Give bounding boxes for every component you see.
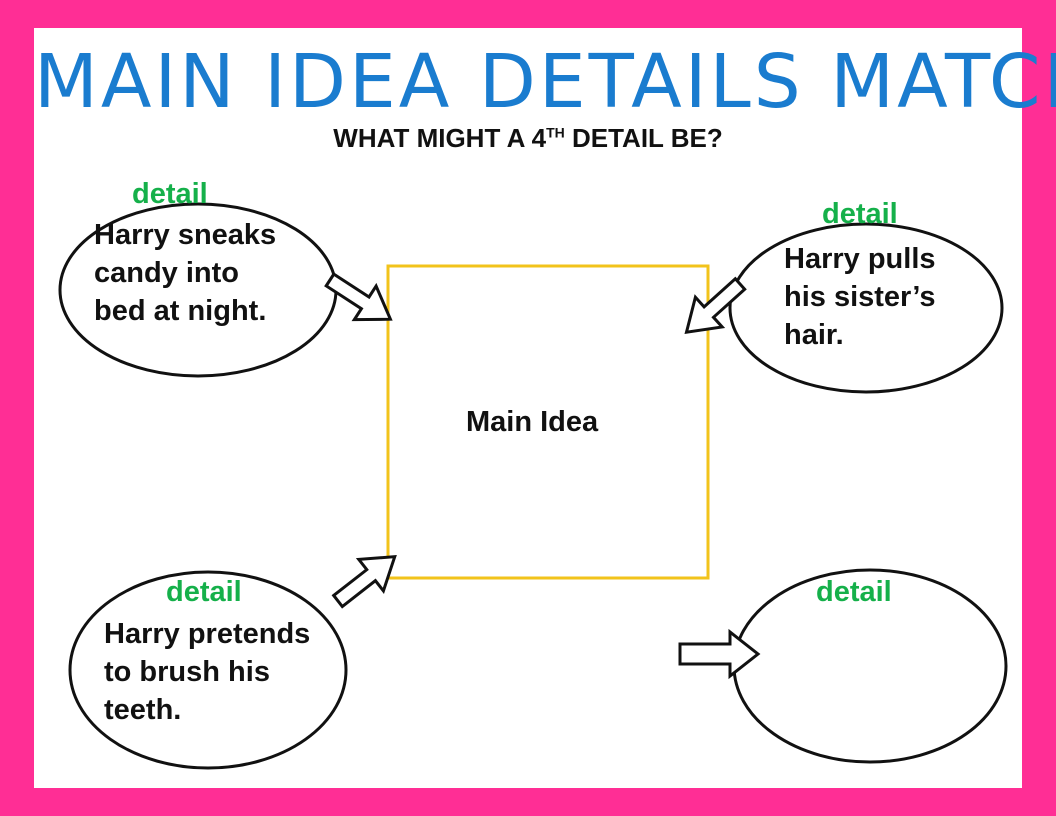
arrow-to-main-3 [331, 555, 397, 609]
arrow-to-main-1 [324, 272, 393, 322]
diagram-shapes [58, 202, 1008, 770]
detail-tag-1: detail [132, 178, 208, 210]
arrow-to-main-2 [684, 276, 747, 334]
detail-text-1: Harry sneaks candy into bed at night. [94, 219, 277, 327]
detail-tag-4: detail [816, 576, 892, 608]
detail-bubble-2 [728, 222, 1004, 394]
page-subtitle: WHAT MIGHT A 4TH DETAIL BE? [333, 123, 723, 153]
detail-text-3: Harry pretends to brush his teeth. [104, 618, 311, 726]
main-idea-label: Main Idea [466, 406, 599, 438]
detail-tag-2: detail [822, 198, 898, 230]
arrow-detail-4 [678, 628, 761, 680]
main-idea-box [386, 264, 710, 580]
worksheet: MAIN IDEA DETAILS MATCH WHAT MIGHT A 4TH… [34, 28, 1056, 788]
detail-text-2: Harry pulls his sister’s hair. [784, 243, 936, 351]
detail-bubble-3 [68, 570, 348, 770]
detail-tag-3: detail [166, 576, 242, 608]
page-title: MAIN IDEA DETAILS MATCH [34, 39, 1056, 125]
